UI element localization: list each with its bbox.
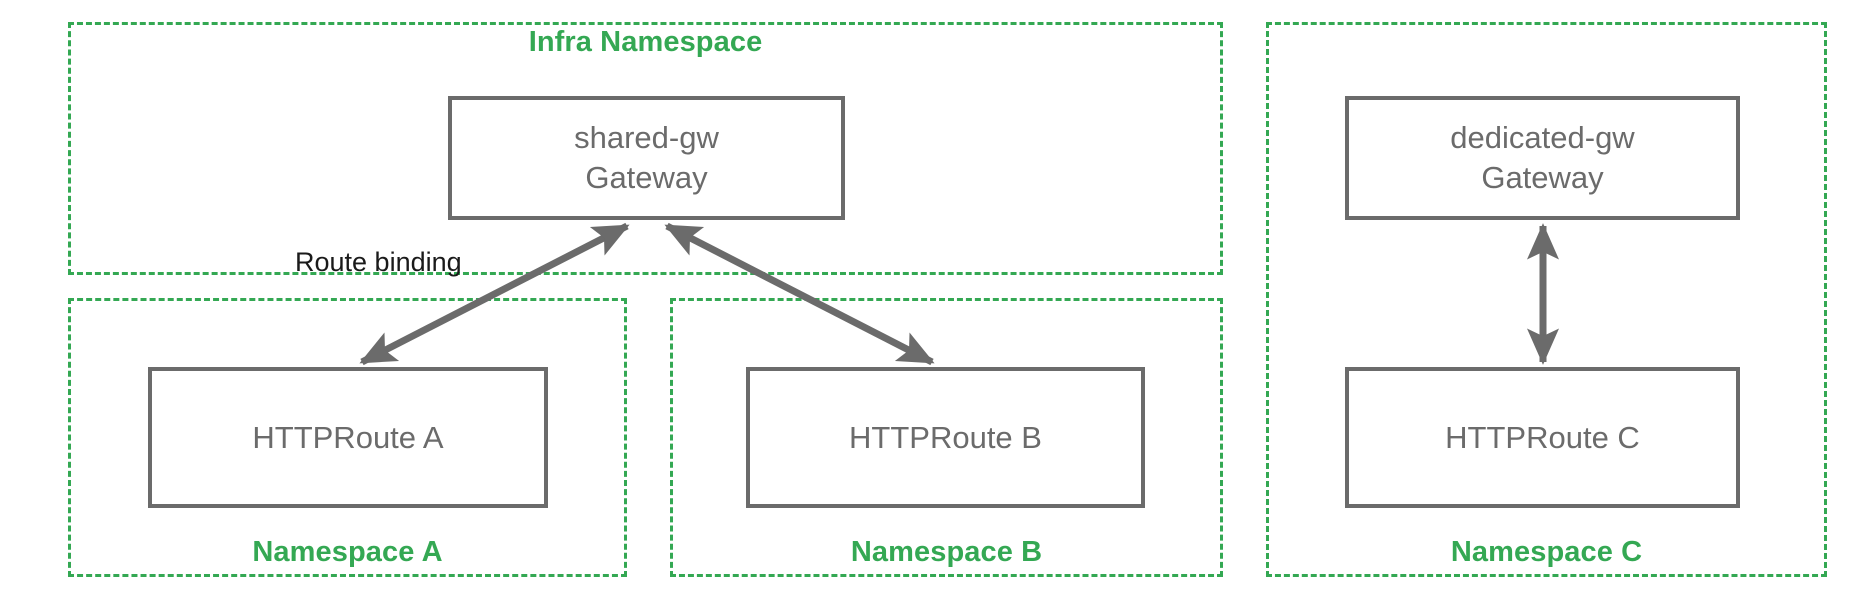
namespace-box-a	[68, 298, 627, 577]
node-httproute-c[interactable]: HTTPRoute C	[1345, 367, 1740, 508]
node-httproute-a-label: HTTPRoute A	[252, 419, 444, 455]
namespace-label-a: Namespace A	[252, 536, 443, 568]
node-dedicated-gw-line1: dedicated-gw	[1450, 120, 1635, 156]
node-shared-gw-line1: shared-gw	[574, 120, 719, 156]
namespace-box-b	[670, 298, 1223, 577]
namespace-label-infra: Infra Namespace	[528, 26, 763, 58]
namespace-box-infra	[68, 22, 1223, 275]
node-dedicated-gw-line2: Gateway	[1481, 160, 1604, 195]
node-httproute-b-label: HTTPRoute B	[849, 419, 1042, 455]
node-shared-gw-line2: Gateway	[585, 160, 708, 195]
node-httproute-c-label: HTTPRoute C	[1445, 419, 1640, 455]
namespace-label-c: Namespace C	[1450, 536, 1643, 568]
node-dedicated-gw[interactable]: dedicated-gw Gateway	[1345, 96, 1740, 220]
edge-label-route-binding: Route binding	[295, 247, 462, 277]
namespace-label-b: Namespace B	[850, 536, 1043, 568]
namespace-box-c	[1266, 22, 1827, 577]
node-httproute-a[interactable]: HTTPRoute A	[148, 367, 548, 508]
node-shared-gw[interactable]: shared-gw Gateway	[448, 96, 845, 220]
node-httproute-b[interactable]: HTTPRoute B	[746, 367, 1145, 508]
